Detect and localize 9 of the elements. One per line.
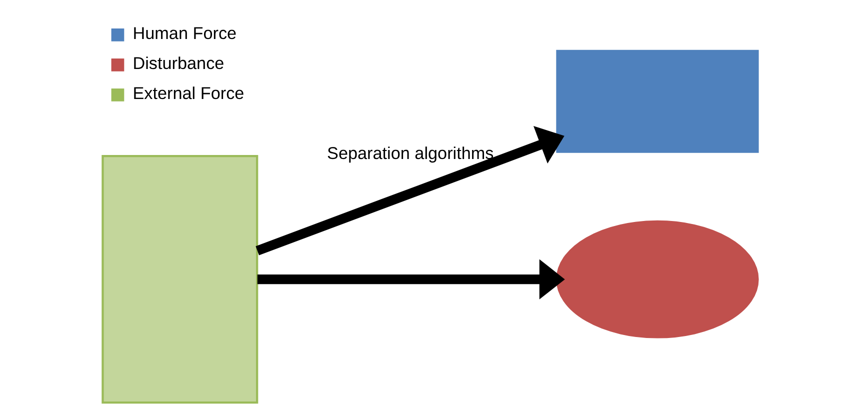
legend-label: Human Force [132, 22, 236, 43]
node-ellipse [556, 220, 758, 338]
node-box [556, 50, 758, 153]
arrow [256, 259, 564, 300]
node-box [101, 154, 258, 404]
legend-label: External Force [132, 83, 244, 104]
legend-label: Disturbance [132, 53, 224, 73]
arrow [255, 126, 564, 256]
edge-label: Separation algorithms [326, 143, 494, 164]
